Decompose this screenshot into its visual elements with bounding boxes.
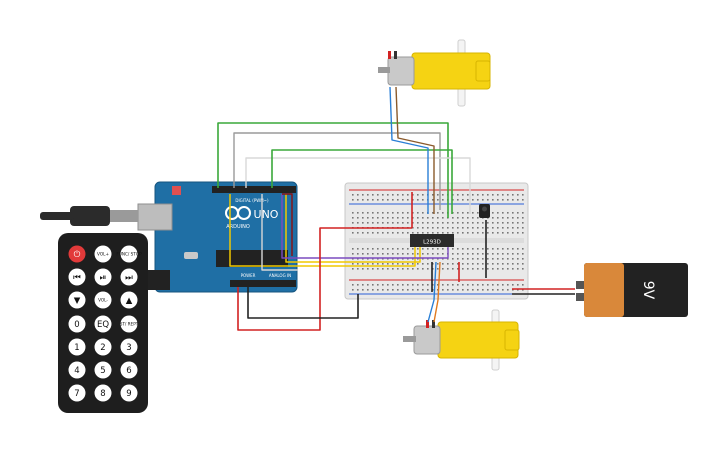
- digit-0-button-label: 0: [74, 320, 79, 330]
- digit-3-button-label: 3: [126, 343, 131, 353]
- down-button[interactable]: ▼: [68, 291, 86, 309]
- prev-button-label: ⏮: [73, 273, 81, 283]
- digit-6-button-label: 6: [126, 366, 131, 376]
- battery-band: [584, 263, 624, 317]
- wire-brown-motor-top: [395, 86, 435, 214]
- digit-1-button-label: 1: [74, 343, 79, 353]
- battery-terminal-2: [576, 293, 584, 301]
- analog-label: ANALOG IN: [269, 273, 291, 278]
- st-rept-button-label: ST/ REPT: [120, 322, 139, 327]
- remote-button-grid: ⏻ VOL+ FUNC/ STOP ⏮ ⏯ ⏭ ▼ VOL- ▲ 0 EQ ST/ REPT 1 2 3 4 5…: [68, 245, 142, 402]
- play-pause-button[interactable]: ⏯: [94, 268, 112, 286]
- wire-blue-motor-bottom: [427, 261, 437, 323]
- arduino-brand: ARDUINO: [226, 224, 250, 230]
- wire-black-gnd: [247, 287, 359, 319]
- wire-white-2: [261, 194, 298, 271]
- digit-4-button-label: 4: [74, 366, 79, 376]
- power-label: POWER: [241, 273, 256, 278]
- func-stop-button[interactable]: FUNC/ STOP: [116, 245, 142, 263]
- crystal: [184, 252, 198, 259]
- arduino-logo-right: [237, 206, 251, 220]
- vol-plus-button-label: VOL+: [97, 252, 109, 257]
- reset-button[interactable]: [172, 186, 181, 195]
- power-analog-header: [230, 280, 296, 287]
- digit-8-button[interactable]: 8: [94, 384, 112, 402]
- digit-2-button[interactable]: 2: [94, 338, 112, 356]
- digit-4-button[interactable]: 4: [68, 361, 86, 379]
- up-button-label: ▲: [126, 296, 133, 306]
- next-button-label: ⏭: [125, 273, 133, 283]
- digit-3-button[interactable]: 3: [120, 338, 138, 356]
- digit-5-button[interactable]: 5: [94, 361, 112, 379]
- wires: [217, 86, 575, 331]
- atmega-chip: [216, 250, 288, 267]
- wire-gray-1: [233, 132, 441, 210]
- next-button[interactable]: ⏭: [120, 268, 138, 286]
- wire-blue-motor-top: [389, 86, 429, 214]
- power-jack: [148, 270, 170, 290]
- motor-bottom-axle: [403, 336, 416, 342]
- digit-2-button-label: 2: [100, 343, 105, 353]
- digital-label: DIGITAL (PWM~): [235, 198, 269, 203]
- digit-8-button-label: 8: [100, 389, 105, 399]
- usb-cable: [40, 206, 138, 226]
- wire-red-dark: [282, 193, 293, 256]
- motor-top-axle: [378, 67, 390, 73]
- digit-7-button[interactable]: 7: [68, 384, 86, 402]
- vol-minus-button[interactable]: VOL-: [94, 291, 112, 309]
- digit-7-button-label: 7: [74, 389, 79, 399]
- breadboard-holes: [352, 194, 524, 291]
- motor-top-body: [387, 56, 415, 86]
- arduino-model: UNO: [254, 208, 279, 221]
- wire-yellow-1: [229, 194, 416, 267]
- wire-white-1: [245, 157, 471, 214]
- wire-purple-1: [281, 194, 449, 259]
- func-stop-button-label: FUNC/ STOP: [116, 252, 142, 257]
- wire-green-1: [217, 122, 449, 218]
- prev-button[interactable]: ⏮: [68, 268, 86, 286]
- st-rept-button[interactable]: ST/ REPT: [120, 315, 139, 333]
- l293d-chip[interactable]: L293D: [410, 234, 454, 247]
- usb-port: [137, 203, 173, 231]
- motor-top-terminal-black: [394, 51, 397, 59]
- digit-9-button[interactable]: 9: [120, 384, 138, 402]
- wire-orange-motor-bottom: [433, 261, 441, 323]
- motor-bottom-gearbox-cap: [504, 329, 520, 351]
- wire-red-power: [237, 227, 412, 331]
- eq-button-label: EQ: [97, 320, 109, 330]
- motor-bottom-terminal-red: [426, 320, 429, 328]
- motor-top-terminal-red: [388, 51, 391, 59]
- battery-label: 9V: [640, 281, 656, 300]
- power-button-label: ⏻: [74, 249, 81, 260]
- dc-motor-top[interactable]: [378, 39, 491, 107]
- motor-top-gearbox-cap: [475, 60, 491, 82]
- ir-receiver[interactable]: [479, 204, 490, 218]
- up-button[interactable]: ▲: [120, 291, 138, 309]
- power-button[interactable]: ⏻: [68, 245, 86, 263]
- vol-minus-button-label: VOL-: [98, 298, 108, 303]
- digit-6-button[interactable]: 6: [120, 361, 138, 379]
- down-button-label: ▼: [74, 296, 81, 306]
- digit-0-button[interactable]: 0: [68, 315, 86, 333]
- eq-button[interactable]: EQ: [94, 315, 112, 333]
- motor-bottom-body: [413, 325, 441, 355]
- battery-9v[interactable]: 9V: [576, 263, 688, 317]
- digit-9-button-label: 9: [126, 389, 131, 399]
- ir-remote[interactable]: ⏻ VOL+ FUNC/ STOP ⏮ ⏯ ⏭ ▼ VOL- ▲ 0 EQ ST/ REPT 1 2 3 4 5…: [58, 233, 148, 413]
- arduino-uno-board[interactable]: DIGITAL (PWM~) ARDUINO UNO POWER ANALOG …: [137, 181, 298, 293]
- l293d-label: L293D: [423, 240, 441, 246]
- digit-5-button-label: 5: [100, 366, 105, 376]
- dc-motor-bottom[interactable]: [403, 309, 520, 371]
- motor-bottom-terminal-black: [432, 320, 435, 328]
- battery-terminal-1: [576, 281, 584, 289]
- digital-header: [212, 186, 296, 193]
- wire-green-2: [271, 149, 453, 214]
- play-pause-button-label: ⏯: [100, 273, 107, 283]
- wire-yellow-2: [285, 194, 421, 263]
- digit-1-button[interactable]: 1: [68, 338, 86, 356]
- vol-plus-button[interactable]: VOL+: [94, 245, 112, 263]
